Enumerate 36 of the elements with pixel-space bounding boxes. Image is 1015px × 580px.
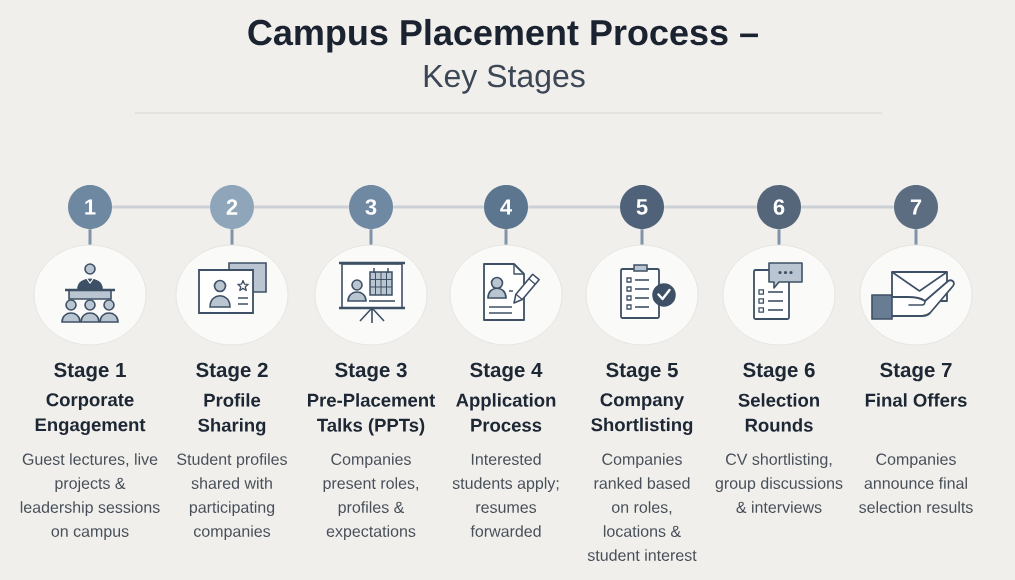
stage-description: Companies present roles, profiles & expectations (323, 453, 418, 541)
connector-line (914, 229, 918, 245)
title: Campus Placement Process – (248, 18, 758, 53)
stage-title: Profile Sharing (198, 393, 266, 436)
subtitle: Key Stages (424, 64, 585, 94)
connector-line (112, 205, 210, 209)
stage-title: Application Process (456, 393, 556, 432)
stage-label: Stage 6 (743, 362, 815, 382)
stage-title: Company Shortlisting (591, 393, 693, 436)
stage-description: Guest lectures, live projects & leadership sessions on campus (20, 453, 160, 541)
connector-line (801, 205, 894, 209)
stage-description: Companies announce final selection results (859, 453, 973, 513)
connector-line (504, 229, 508, 245)
stage-description: Student profiles shared with participating companies (177, 453, 287, 541)
stage-description: CV shortlisting, group discussions & interviews (715, 453, 843, 513)
stage-label: Stage 3 (335, 362, 407, 382)
stage-description: Companies ranked based on roles, locations & student interest (587, 453, 697, 561)
stage-title: Final Offers (865, 393, 967, 407)
connector-line (640, 229, 644, 245)
stage-title: Pre-Placement Talks (PPTs) (308, 393, 436, 436)
connector-line (777, 229, 781, 245)
connector-line (369, 229, 373, 245)
stage-label: Stage 7 (880, 362, 952, 382)
stage-label: Stage 2 (196, 362, 268, 382)
stage-description: Interested students apply; resumes forwarded (452, 453, 559, 537)
connector-line (664, 205, 757, 209)
connector-line (393, 205, 484, 209)
connector-line (254, 205, 349, 209)
stage-label: Stage 1 (54, 362, 126, 382)
stage-title: Corporate Engagement (35, 393, 146, 436)
connector-line (230, 229, 234, 245)
connector-line (528, 205, 620, 209)
stage-label: Stage 5 (606, 362, 678, 382)
stage-title: Selection Rounds (738, 393, 819, 432)
stage-label: Stage 4 (470, 362, 543, 382)
connector-line (88, 229, 92, 245)
